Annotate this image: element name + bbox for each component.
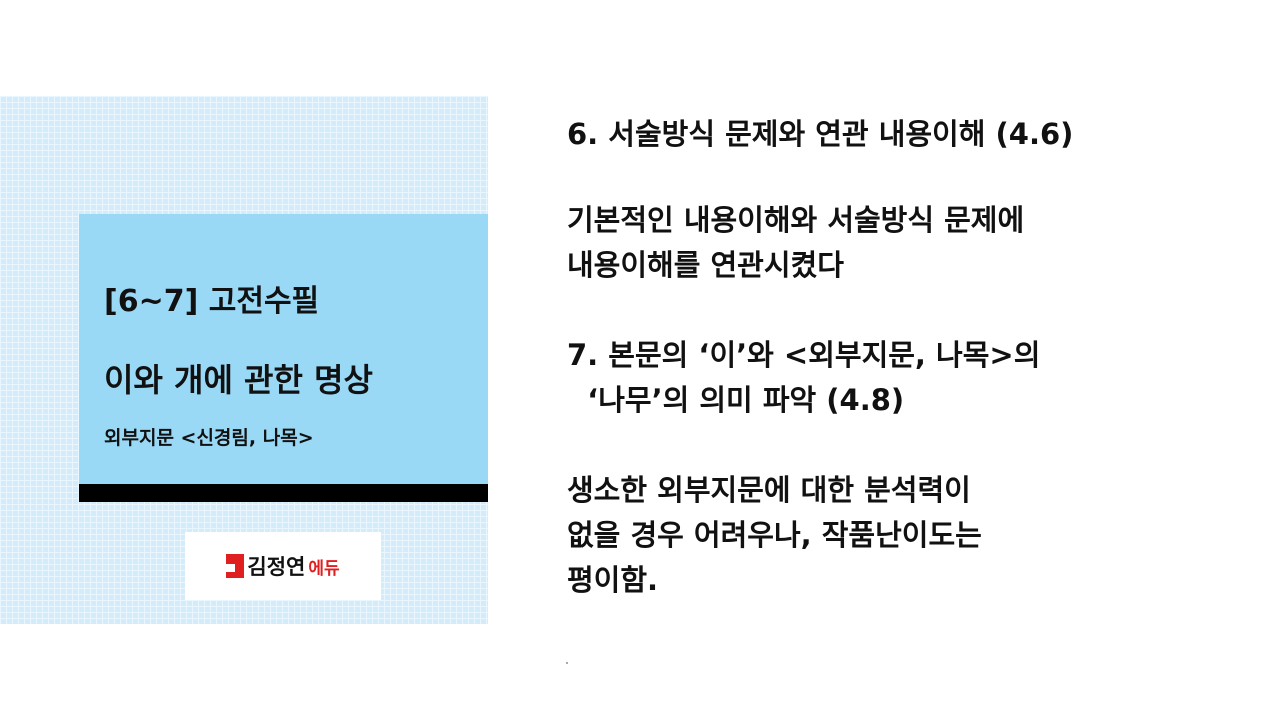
stray-dot bbox=[566, 662, 568, 664]
item6-desc-line: 내용이해를 연관시켰다 bbox=[567, 248, 844, 282]
item7-heading: 7. 본문의 ‘이’와 <외부지문, 나목>의 bbox=[567, 338, 1041, 372]
item7-desc-line: 없을 경우 어려우나, 작품난이도는 bbox=[567, 518, 982, 552]
logo-korean: 김정연 bbox=[247, 555, 306, 579]
item7-desc-line: 생소한 외부지문에 대한 분석력이 bbox=[567, 473, 971, 507]
logo-mark-icon bbox=[226, 554, 245, 578]
item7-desc-line: 평이함. bbox=[567, 563, 659, 597]
item6-desc-line: 기본적인 내용이해와 서술방식 문제에 bbox=[567, 203, 1025, 237]
work-title: 이와 개에 관한 명상 bbox=[104, 361, 373, 399]
brand-logo: 김정연 에듀 bbox=[185, 532, 381, 600]
section-title: [6~7] 고전수필 bbox=[104, 284, 320, 319]
item7-heading-cont: ‘나무’의 의미 파악 (4.8) bbox=[567, 383, 905, 417]
title-card bbox=[79, 214, 488, 484]
logo-edu: 에듀 bbox=[308, 558, 340, 579]
title-card-bar bbox=[79, 484, 488, 502]
item6-heading: 6. 서술방식 문제와 연관 내용이해 (4.6) bbox=[567, 117, 1074, 151]
external-source: 외부지문 <신경림, 나목> bbox=[104, 427, 314, 449]
